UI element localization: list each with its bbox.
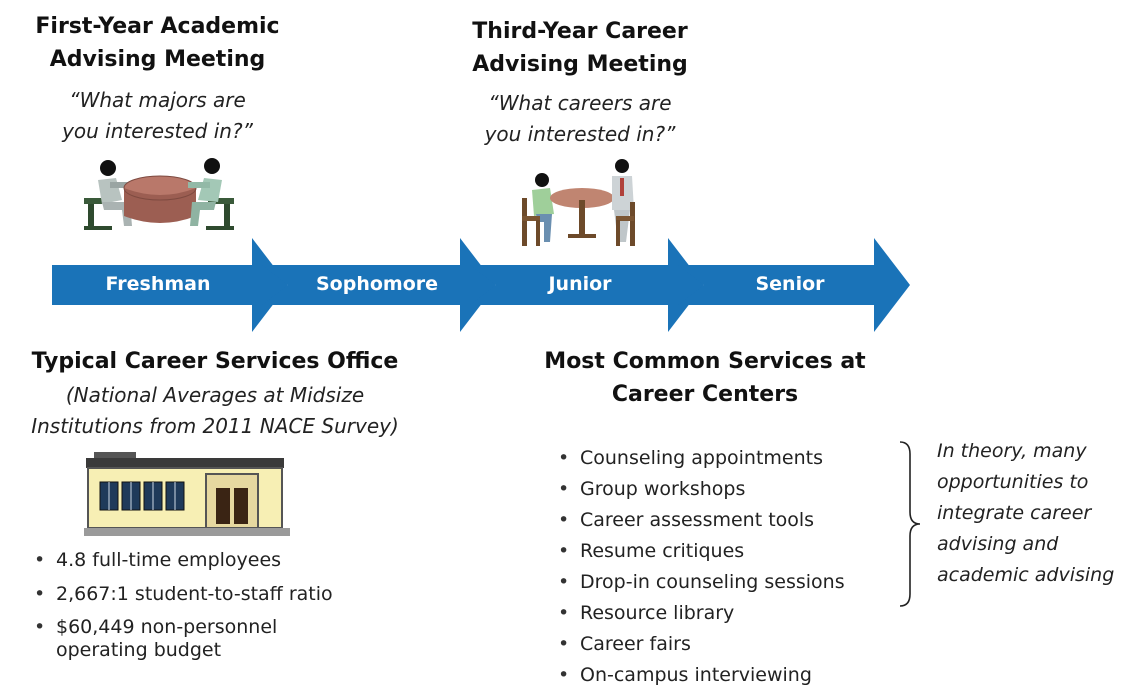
- first-year-quote-line1: “What majors are: [69, 88, 246, 112]
- integration-note-line2: opportunities to: [937, 471, 1089, 493]
- third-year-meeting-illustration: [522, 159, 635, 246]
- first-year-quote: “What majors are you interested in?”: [0, 85, 315, 147]
- list-item: Career assessment tools: [554, 505, 914, 536]
- left-person-icon: [84, 160, 132, 230]
- third-year-title: Third-Year Career Advising Meeting: [420, 15, 740, 81]
- list-item: Career fairs: [554, 629, 914, 660]
- services-list: Counseling appointments Group workshops …: [554, 443, 914, 691]
- career-office-stats-continuation: operating budget: [56, 639, 222, 661]
- list-item: On-campus interviewing: [554, 660, 914, 691]
- timeline-label-senior: Senior: [755, 273, 825, 295]
- career-office-title: Typical Career Services Office: [31, 349, 399, 374]
- list-item: Drop-in counseling sessions: [554, 567, 914, 598]
- list-item: $60,449 non-personnel: [30, 613, 430, 641]
- student-person-icon: [522, 173, 554, 246]
- first-year-quote-line2: you interested in?”: [62, 119, 253, 143]
- first-year-title: First-Year Academic Advising Meeting: [0, 10, 315, 76]
- career-office-subtitle-line2: Institutions from 2011 NACE Survey): [31, 414, 399, 438]
- list-item: Counseling appointments: [554, 443, 914, 474]
- first-year-title-line1: First-Year Academic: [35, 14, 280, 39]
- third-year-quote-line1: “What careers are: [488, 91, 672, 115]
- list-item: Resume critiques: [554, 536, 914, 567]
- counselor-person-icon: [612, 159, 635, 246]
- list-item: 2,667:1 student-to-staff ratio: [30, 579, 430, 610]
- list-item: Resource library: [554, 598, 914, 629]
- timeline-label-junior: Junior: [548, 273, 612, 295]
- timeline-label-freshman: Freshman: [105, 273, 211, 295]
- right-person-icon: [188, 158, 234, 230]
- third-year-quote: “What careers are you interested in?”: [420, 88, 740, 150]
- first-year-meeting-illustration: [84, 158, 234, 230]
- services-title-line1: Most Common Services at: [544, 349, 866, 374]
- career-office-building-icon: [84, 452, 290, 536]
- career-office-subtitle-line1: (National Averages at Midsize: [65, 383, 365, 407]
- third-year-title-line1: Third-Year Career: [472, 19, 688, 44]
- round-table-icon: [123, 175, 197, 223]
- integration-note: In theory, many opportunities to integra…: [937, 436, 1142, 591]
- integration-note-line4: advising and: [937, 533, 1059, 555]
- services-title-line2: Career Centers: [611, 382, 799, 407]
- career-office-stats-list: 4.8 full-time employees 2,667:1 student-…: [30, 545, 430, 641]
- list-item: 4.8 full-time employees: [30, 545, 430, 576]
- list-item: Group workshops: [554, 474, 914, 505]
- services-brace-icon: [899, 441, 921, 607]
- third-year-title-line2: Advising Meeting: [472, 52, 688, 77]
- integration-note-line5: academic advising: [937, 564, 1115, 586]
- career-office-subtitle: (National Averages at Midsize Institutio…: [0, 380, 430, 442]
- timeline-label-sophomore: Sophomore: [315, 273, 439, 295]
- integration-note-line3: integrate career: [937, 502, 1092, 524]
- first-year-title-line2: Advising Meeting: [49, 47, 266, 72]
- services-title: Most Common Services at Career Centers: [515, 345, 895, 411]
- third-year-quote-line2: you interested in?”: [484, 122, 676, 146]
- integration-note-line1: In theory, many: [937, 440, 1087, 462]
- round-table-icon: [550, 188, 614, 238]
